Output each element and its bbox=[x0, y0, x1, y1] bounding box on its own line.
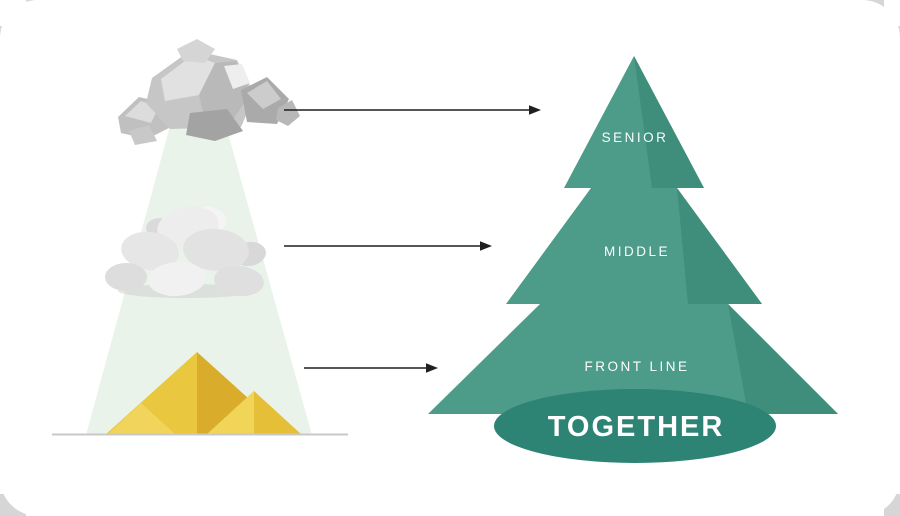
arrow-head-icon bbox=[529, 105, 541, 115]
rock bbox=[276, 100, 300, 126]
together-ellipse bbox=[494, 389, 776, 463]
team-pyramid: SENIOR MIDDLE FRONT LINE TOGETHER bbox=[428, 56, 838, 463]
arrow-head-icon bbox=[426, 363, 438, 373]
pyramid-tier-shade bbox=[634, 56, 704, 188]
stone bbox=[105, 263, 147, 291]
rock bbox=[129, 125, 157, 145]
stone bbox=[121, 231, 179, 271]
rock-facet bbox=[161, 55, 215, 101]
sand-face bbox=[206, 391, 254, 435]
tier-label-senior: SENIOR bbox=[602, 130, 669, 145]
boulder-pile bbox=[118, 39, 300, 145]
sand-face bbox=[107, 403, 176, 435]
arrow-head-icon bbox=[480, 241, 492, 251]
arrow-frontline bbox=[304, 363, 438, 373]
rock bbox=[177, 39, 215, 63]
together-label: TOGETHER bbox=[548, 411, 725, 443]
stone bbox=[148, 261, 206, 297]
rock-facet bbox=[247, 81, 281, 109]
arrow-senior bbox=[284, 105, 541, 115]
pyramid-tier-shade bbox=[677, 188, 762, 304]
arrows bbox=[284, 105, 541, 373]
arrow-middle bbox=[284, 241, 492, 251]
pyramid-tier-shade bbox=[728, 304, 838, 414]
sand-face bbox=[105, 352, 197, 435]
sand-face bbox=[254, 391, 302, 435]
stone bbox=[214, 265, 264, 297]
stone bbox=[183, 228, 249, 272]
tier-label-frontline: FRONT LINE bbox=[584, 359, 689, 374]
stone-pile bbox=[105, 206, 266, 298]
sand-pile bbox=[105, 352, 302, 435]
tier-label-middle: MIDDLE bbox=[604, 244, 670, 259]
rock-facet bbox=[224, 64, 250, 89]
rock-beam-illustration bbox=[52, 39, 348, 436]
rock bbox=[186, 109, 243, 141]
